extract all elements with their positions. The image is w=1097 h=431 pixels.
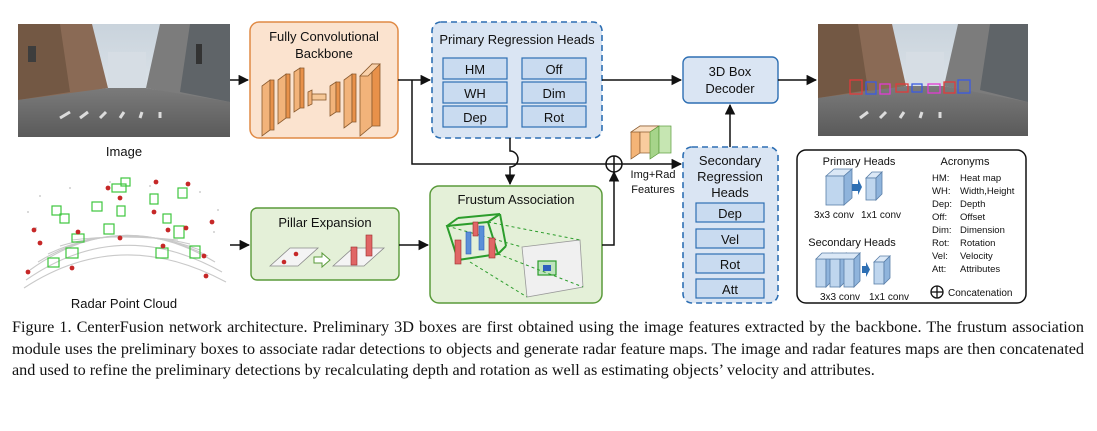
primary-head-dep: Dep xyxy=(442,105,508,128)
acronym-key: Off: xyxy=(932,212,947,223)
svg-text:Vel: Vel xyxy=(721,232,739,247)
primary-head-dim: Dim xyxy=(521,81,587,104)
acronym-value: Heat map xyxy=(960,173,1001,184)
acronym-value: Velocity xyxy=(960,251,993,262)
legend-acronyms-title: Acronyms xyxy=(941,156,990,168)
secondary-title-line2: Regression xyxy=(697,169,763,184)
primary-head-rot: Rot xyxy=(521,105,587,128)
concatenation-symbol-icon xyxy=(930,285,944,299)
legend-primary-conv3: 3x3 conv xyxy=(814,210,854,221)
acronym-value: Depth xyxy=(960,199,985,210)
primary-heads-title: Primary Regression Heads xyxy=(439,32,595,47)
legend-primary-conv1: 1x1 conv xyxy=(861,210,901,221)
img-rad-label-line1: Img+Rad xyxy=(631,169,676,181)
svg-text:Dep: Dep xyxy=(718,206,742,221)
image-label: Image xyxy=(106,144,142,159)
output-detection-image xyxy=(818,24,1028,136)
acronym-value: Offset xyxy=(960,212,986,223)
acronym-key: Vel: xyxy=(932,251,948,262)
primary-head-wh: WH xyxy=(442,81,508,104)
acronym-value: Width,Height xyxy=(960,186,1015,197)
svg-text:Off: Off xyxy=(545,62,562,77)
backbone-block: Fully Convolutional Backbone xyxy=(249,21,399,139)
acronym-list: HM: Heat map WH: Width,Height Dep: Depth… xyxy=(932,173,1015,275)
svg-text:WH: WH xyxy=(464,86,486,101)
secondary-title-line3: Heads xyxy=(711,185,749,200)
secondary-head-dep: Dep xyxy=(695,202,765,223)
radar-point-cloud xyxy=(23,177,227,289)
decoder-line2: Decoder xyxy=(705,81,755,96)
legend-secondary-conv3: 3x3 conv xyxy=(820,292,860,303)
img-rad-features-icon xyxy=(629,125,672,160)
primary-regression-heads: Primary Regression Heads HM Off WH Dim D… xyxy=(431,21,603,139)
decoder-line1: 3D Box xyxy=(709,64,752,79)
figure-caption: Figure 1. CenterFusion network architect… xyxy=(12,318,1084,379)
acronym-key: Att: xyxy=(932,264,946,275)
primary-conv-icon xyxy=(824,168,883,206)
secondary-regression-heads: Secondary Regression Heads Dep Vel Rot A… xyxy=(682,146,779,304)
svg-text:Rot: Rot xyxy=(544,110,565,125)
backbone-title-line2: Backbone xyxy=(295,46,353,61)
frustum-association-title: Frustum Association xyxy=(457,192,574,207)
concatenation-node-icon xyxy=(605,155,623,173)
svg-text:Rot: Rot xyxy=(720,257,741,272)
secondary-head-att: Att xyxy=(695,278,765,299)
legend-box: Primary Heads 3x3 conv 1x1 conv Secondar… xyxy=(796,149,1027,304)
svg-text:Dep: Dep xyxy=(463,110,487,125)
primary-head-hm: HM xyxy=(442,57,508,80)
img-rad-label-line2: Features xyxy=(631,184,675,196)
box-decoder: 3D Box Decoder xyxy=(682,56,779,104)
svg-text:Att: Att xyxy=(722,282,738,297)
svg-text:Dim: Dim xyxy=(542,86,565,101)
pillar-expansion-title: Pillar Expansion xyxy=(278,215,371,230)
svg-text:HM: HM xyxy=(465,62,485,77)
pillar-expansion-block: Pillar Expansion xyxy=(250,207,400,281)
acronym-key: Dep: xyxy=(932,199,952,210)
pillar-expansion-icon xyxy=(268,234,386,269)
acronym-key: Rot: xyxy=(932,238,949,249)
input-camera-image xyxy=(18,24,230,137)
backbone-layers-icon xyxy=(261,63,381,137)
secondary-head-vel: Vel xyxy=(695,228,765,249)
frustum-association-icon xyxy=(445,213,584,298)
radar-point-cloud-label: Radar Point Cloud xyxy=(71,296,177,311)
acronym-value: Attributes xyxy=(960,264,1000,275)
connector-arrows xyxy=(230,74,818,251)
legend-secondary-title: Secondary Heads xyxy=(808,237,896,249)
secondary-head-rot: Rot xyxy=(695,253,765,274)
architecture-diagram: Image xyxy=(18,21,1028,311)
acronym-key: HM: xyxy=(932,173,949,184)
backbone-title-line1: Fully Convolutional xyxy=(269,29,379,44)
acronym-key: WH: xyxy=(932,186,950,197)
acronym-value: Rotation xyxy=(960,238,995,249)
secondary-title-line1: Secondary xyxy=(699,153,762,168)
legend-primary-title: Primary Heads xyxy=(823,156,896,168)
secondary-conv-icon xyxy=(815,252,891,288)
frustum-association-block: Frustum Association xyxy=(429,185,603,304)
primary-head-off: Off xyxy=(521,57,587,80)
acronym-key: Dim: xyxy=(932,225,952,236)
legend-secondary-conv1: 1x1 conv xyxy=(869,292,909,303)
acronym-value: Dimension xyxy=(960,225,1005,236)
legend-concatenation: Concatenation xyxy=(948,288,1013,299)
